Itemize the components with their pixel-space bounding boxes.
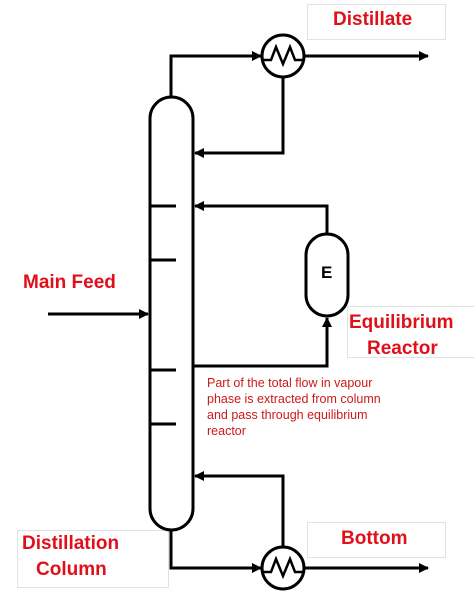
column-label-box [17,530,169,588]
column-label-line2: Column [36,559,107,580]
distillation-column [148,95,195,532]
reactor-letter: E [321,263,333,282]
reactor-label-box [347,306,474,358]
reactor-return-line [194,201,329,234]
overhead-vapour-line [169,51,262,97]
bottom-label-box [307,522,446,558]
reboiler-heat-exchanger-icon [260,545,306,591]
equilibrium-reactor-vessel [304,232,350,318]
main-feed-label: Main Feed [23,272,116,293]
reboiler-return-line [194,471,285,546]
condenser-heat-exchanger-icon [260,33,306,79]
distillate-label: Distillate [333,9,413,30]
distillate-label-box [307,4,446,40]
reactor-label-line2: Reactor [367,338,438,359]
side-draw-annotation: Part of the total flow in vapour phase i… [207,376,381,438]
column-label-line1: Distillation [22,533,120,554]
reactor-label-line1: Equilibrium [349,312,454,333]
bottom-label: Bottom [341,528,408,549]
reflux-line [194,77,285,158]
vapour-side-draw-line [193,317,332,368]
bottoms-draw-line [169,530,262,573]
